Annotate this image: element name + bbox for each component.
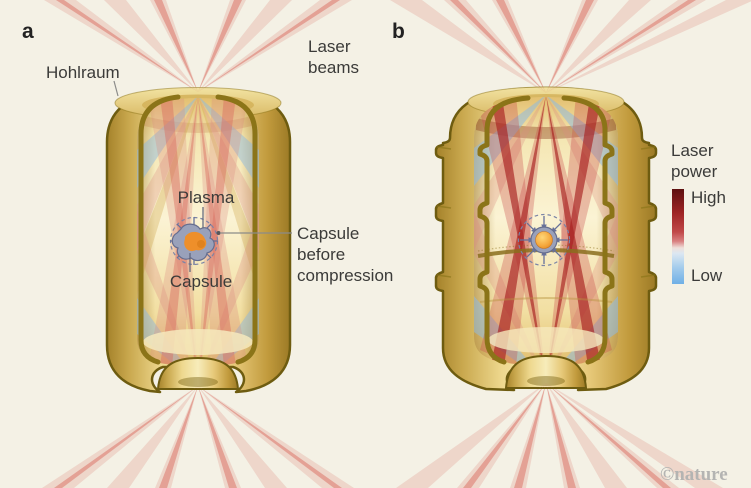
hohlraum-b-bottom-dome [504, 354, 588, 389]
hohlraum-a-wall-channel [138, 94, 258, 365]
label-capsule-before-compression: Capsule before compression [297, 224, 393, 285]
label-capsule: Capsule [170, 272, 232, 291]
laser-fan-top-b [390, 0, 751, 93]
panel-a-letter: a [22, 20, 34, 43]
label-laser-beams-line2: beams [308, 58, 359, 77]
legend-low-label: Low [691, 266, 723, 285]
hohlraum-a-exit-hole [178, 377, 218, 387]
laser-fan-bottom-b [396, 383, 723, 488]
colorbar [672, 189, 684, 284]
label-plasma: Plasma [178, 188, 235, 207]
hohlraum-a-bottom-dome [156, 356, 240, 390]
hohlraum-b [434, 86, 658, 392]
nature-watermark: ©nature [660, 464, 728, 485]
capsule-b [517, 213, 571, 267]
legend-title-line1: Laser [671, 141, 714, 160]
label-hohlraum: Hohlraum [46, 63, 120, 82]
laser-power-legend: Laser power High Low [671, 141, 726, 285]
legend-title-line2: power [671, 162, 718, 181]
label-capsule-before-line2: before [297, 245, 345, 264]
capsule-a [169, 216, 219, 266]
capsule-core [535, 231, 553, 249]
hohlraum-a-interior-beams [137, 98, 259, 366]
label-laser-beams-line1: Laser [308, 37, 351, 56]
ablation-front-dashed-circle-b [517, 213, 571, 267]
label-laser-beams: Laser beams [308, 37, 359, 77]
hohlraum-b-flange-edges [436, 146, 656, 278]
capsule-before-leader-dot [216, 231, 221, 235]
laser-fan-top-a [44, 0, 352, 92]
laser-fan-bottom-a [42, 386, 354, 488]
capsule-core-dot [197, 240, 205, 248]
hohlraum-b-exit-hole [527, 376, 565, 386]
label-capsule-before-line1: Capsule [297, 224, 359, 243]
hohlraum-leader-line [113, 80, 119, 97]
panel-b-letter: b [392, 20, 405, 43]
legend-high-label: High [691, 188, 726, 207]
label-capsule-before-line3: compression [297, 266, 393, 285]
legend-title: Laser power [671, 141, 718, 181]
leader-lines [113, 80, 292, 272]
hohlraum-b-wall-channel [477, 95, 615, 365]
hohlraum-b-interior-beams [474, 97, 618, 365]
